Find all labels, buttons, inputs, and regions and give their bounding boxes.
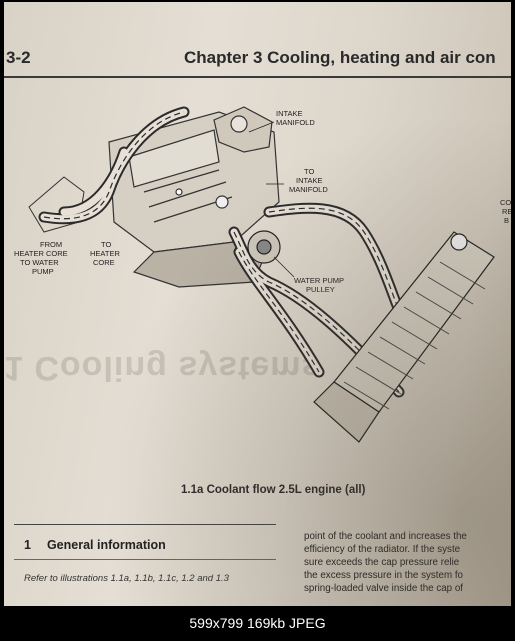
label-to-heater-core: TO (101, 240, 111, 249)
label-from-heater-core: PUMP (32, 267, 54, 276)
label-to-intake: TO (304, 167, 314, 176)
illustration-reference: Refer to illustrations 1.1a, 1.1b, 1.1c,… (24, 573, 229, 584)
label-water-pump-pulley: PULLEY (306, 285, 335, 294)
section-number: 1 (24, 538, 31, 552)
book-page-photo: 3-2 Chapter 3 Cooling, heating and air c… (4, 2, 511, 606)
figure-caption: 1.1a Coolant flow 2.5L engine (all) (181, 484, 366, 496)
body-text-column: point of the coolant and increases the e… (304, 530, 511, 595)
radiator (313, 231, 495, 443)
page-number: 3-2 (6, 48, 31, 67)
label-edge: CO (500, 198, 511, 207)
label-to-heater-core: CORE (93, 258, 115, 267)
section-heading: 1 General information (24, 538, 182, 552)
status-bar: 599x799 169kb JPEG (0, 606, 515, 641)
label-edge: B (504, 216, 509, 225)
chapter-title: Chapter 3 Cooling, heating and air con (184, 48, 496, 67)
flow-arrows (43, 111, 405, 393)
label-from-heater-core: HEATER CORE (14, 249, 68, 258)
coolant-flow-diagram: INTAKE MANIFOLD TO INTAKE MANIFOLD FROM … (14, 106, 511, 443)
body-line: point of the coolant and increases the (304, 531, 467, 542)
label-to-heater-core: HEATER (90, 249, 120, 258)
body-line: the excess pressure in the system fo (304, 570, 463, 581)
body-line: spring-loaded valve inside the cap of (304, 583, 464, 594)
section-title: General information (46, 538, 166, 552)
image-info: 599x799 169kb JPEG (189, 615, 326, 631)
header-rule (4, 76, 511, 78)
label-intake-manifold: INTAKE (276, 109, 303, 118)
label-from-heater-core: FROM (40, 240, 62, 249)
label-to-intake: MANIFOLD (289, 185, 328, 194)
section-rule (14, 524, 276, 525)
body-line: efficiency of the radiator. If the syste (304, 544, 461, 555)
label-intake-manifold: MANIFOLD (276, 118, 315, 127)
body-line: sure exceeds the cap pressure relie (304, 557, 460, 568)
label-from-heater-core: TO WATER (20, 258, 59, 267)
label-water-pump-pulley: WATER PUMP (294, 276, 344, 285)
section-rule (14, 559, 276, 560)
label-edge: RE (502, 207, 511, 216)
label-to-intake: INTAKE (296, 176, 323, 185)
water-pump-pulley (247, 230, 281, 264)
engine-block (108, 106, 280, 288)
